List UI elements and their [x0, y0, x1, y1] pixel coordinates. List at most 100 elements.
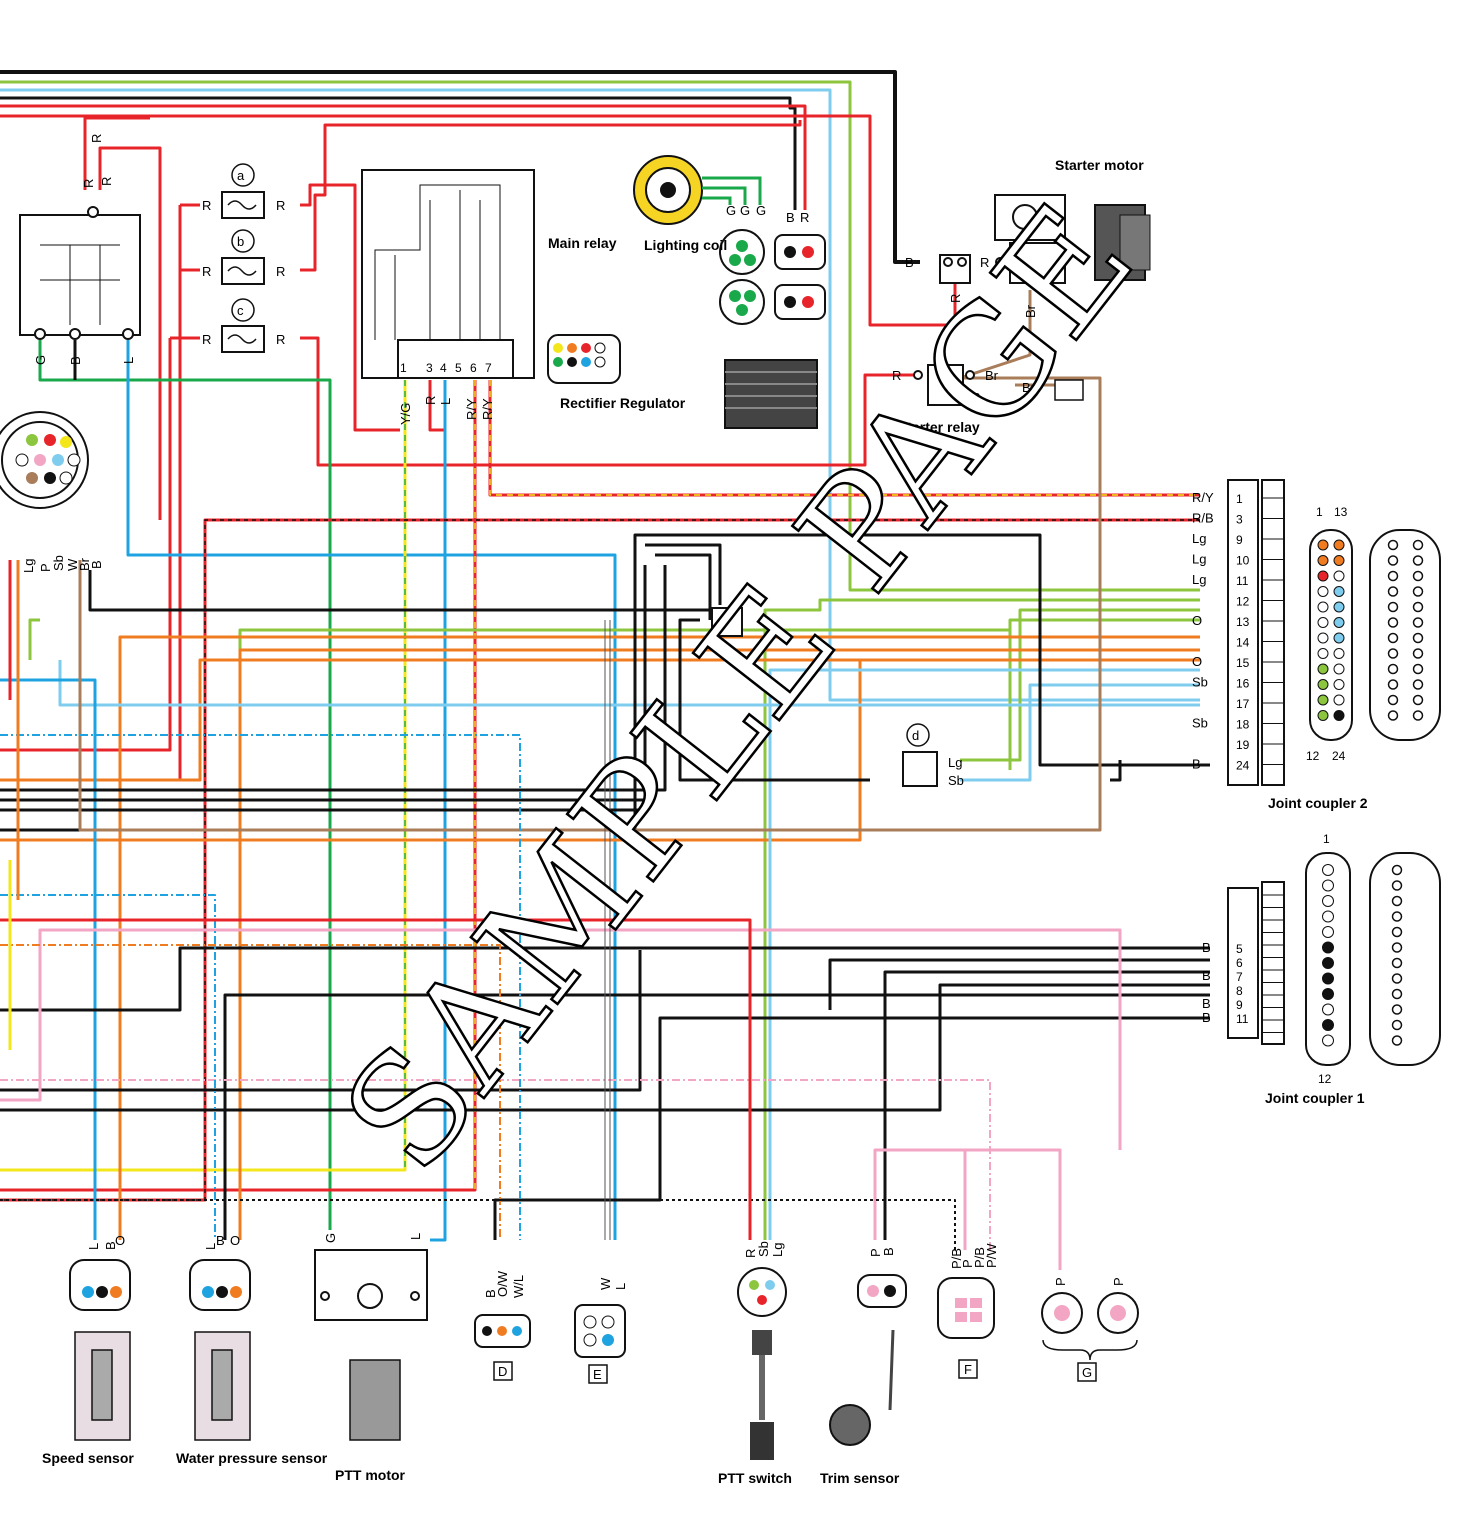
coupler2-pin-number: 11 — [1236, 574, 1249, 588]
coupler1-pin-dot — [1322, 879, 1334, 892]
coupler2-pin-dot — [1412, 632, 1424, 644]
coupler1-pin-dot — [1391, 1019, 1403, 1031]
coupler1-pin-dot — [1322, 988, 1334, 1000]
coupler1-pin-dot — [1322, 910, 1334, 923]
coupler2-pin-dot — [1317, 632, 1329, 644]
wire-yellow-green — [0, 380, 407, 1172]
svg-text:P/B: P/B — [949, 1248, 964, 1269]
coupler2-pin-dot — [1387, 648, 1399, 659]
coupler1-pin-number: 7 — [1236, 970, 1243, 984]
main-relay-wire: R/Y — [480, 398, 495, 420]
svg-text:B: B — [103, 1241, 118, 1250]
coupler2-pin-dot — [1387, 679, 1399, 690]
svg-text:B: B — [89, 560, 104, 569]
trim-sensor-label: Trim sensor — [820, 1470, 900, 1486]
coupler2-pin-dot — [1412, 586, 1424, 597]
svg-text:Sb: Sb — [756, 1241, 771, 1257]
main-relay-label: Main relay — [548, 235, 617, 251]
svg-text:Br: Br — [985, 368, 999, 383]
svg-text:R: R — [800, 210, 809, 225]
coupler2-wire-label: R/Y — [1192, 490, 1214, 505]
svg-text:B: B — [68, 356, 83, 365]
main-harness-connector: Lg P Sb W Br B — [0, 411, 104, 573]
starter-relay-label: Starter relay — [898, 419, 980, 435]
svg-text:Lg: Lg — [21, 559, 36, 573]
svg-text:R: R — [276, 198, 285, 213]
coupler1-pin-dot — [1391, 864, 1403, 876]
coupler2-rows: 1R/Y3R/B9Lg10Lg11Lg1213O1415O16Sb1718Sb1… — [1192, 490, 1284, 773]
svg-text:P: P — [38, 563, 53, 572]
coupler1-pin-header: 12 — [1318, 1072, 1332, 1086]
main-relay-pin: 5 — [455, 361, 462, 375]
svg-text:P: P — [1111, 1277, 1126, 1286]
coupler2-pin-dot — [1412, 570, 1424, 582]
coupler2-pin-dot — [1412, 694, 1424, 706]
fuse-c-label: c — [237, 303, 244, 318]
wire-top-lightgreen — [0, 80, 1200, 592]
main-relay-wire: R — [423, 396, 438, 405]
coupler2-pin-dot — [1333, 632, 1345, 644]
coupler2-pin-dot — [1387, 694, 1399, 706]
coupler2-pin-dot — [1412, 601, 1424, 613]
coupler2-pin-dot — [1333, 586, 1345, 597]
coupler2-pin-dot — [1317, 601, 1329, 613]
coupler2-pin-dot — [1412, 710, 1424, 721]
svg-text:L: L — [86, 1243, 101, 1250]
coupler2-pin-header: 12 — [1306, 749, 1320, 763]
svg-text:G: G — [756, 203, 766, 218]
wire-top-black — [0, 70, 920, 264]
svg-text:Sb: Sb — [51, 555, 66, 571]
svg-text:R: R — [202, 198, 211, 213]
main-relay-pin: 4 — [440, 361, 447, 375]
coupler2-pin-number: 24 — [1236, 759, 1250, 773]
fuse-d-label: d — [912, 728, 919, 743]
coupler1-pin-dot — [1322, 941, 1334, 954]
coupler2-wire-label: O — [1192, 654, 1202, 669]
svg-text:G: G — [726, 203, 736, 218]
main-relay: 1 3 4 5 6 7 Y/G R L R/Y R/Y — [361, 169, 535, 425]
svg-text:R: R — [81, 179, 96, 188]
coupler2-pin-dot — [1317, 663, 1329, 675]
svg-text:R: R — [743, 1249, 758, 1258]
coupler2-pin-number: 14 — [1236, 636, 1250, 650]
svg-text:R: R — [980, 255, 989, 270]
svg-text:Lg: Lg — [948, 755, 962, 770]
coupler1-wire-label: B — [1202, 1010, 1211, 1025]
coupler2-wire-label: Lg — [1192, 552, 1206, 567]
svg-text:O/W: O/W — [495, 1270, 510, 1297]
water-pressure-sensor: L B O — [189, 1233, 251, 1441]
coupler2-pin-dot — [1317, 539, 1329, 551]
coupler1-pin-dot — [1391, 926, 1403, 938]
svg-text:L: L — [613, 1283, 628, 1290]
coupler2-pin-dot — [1317, 710, 1329, 721]
coupler2-wire-label: O — [1192, 613, 1202, 628]
connector-letter: G — [1082, 1365, 1092, 1380]
svg-text:R: R — [89, 134, 104, 143]
wire-top-black-2 — [0, 96, 797, 210]
svg-text:R: R — [99, 177, 114, 186]
main-relay-wire: R/Y — [464, 398, 479, 420]
coupler2-pin-dot — [1387, 632, 1399, 644]
coupler2-pin-number: 3 — [1236, 513, 1243, 527]
main-relay-pin: 3 — [426, 361, 433, 375]
coupler2-pin-dot — [1387, 586, 1399, 597]
coupler2-pin-dot — [1317, 694, 1329, 706]
svg-text:B: B — [881, 1247, 896, 1256]
svg-text:B: B — [786, 210, 795, 225]
main-relay-wire: Y/G — [398, 403, 413, 425]
svg-text:G: G — [323, 1233, 338, 1243]
coupler1-pin-dot — [1322, 926, 1334, 938]
coupler2-pin-dot — [1317, 648, 1329, 659]
main-relay-pin: 1 — [400, 361, 407, 375]
coupler2-wire-label: R/B — [1192, 511, 1214, 526]
coupler2-wire-label: Sb — [1192, 675, 1208, 690]
coupler2-pin-dot — [1333, 679, 1345, 690]
coupler1-pin-dot — [1391, 895, 1403, 907]
svg-text:L: L — [408, 1233, 423, 1240]
coupler2-pin-number: 16 — [1236, 677, 1250, 691]
svg-text:B: B — [972, 390, 981, 405]
svg-text:O: O — [230, 1233, 240, 1248]
